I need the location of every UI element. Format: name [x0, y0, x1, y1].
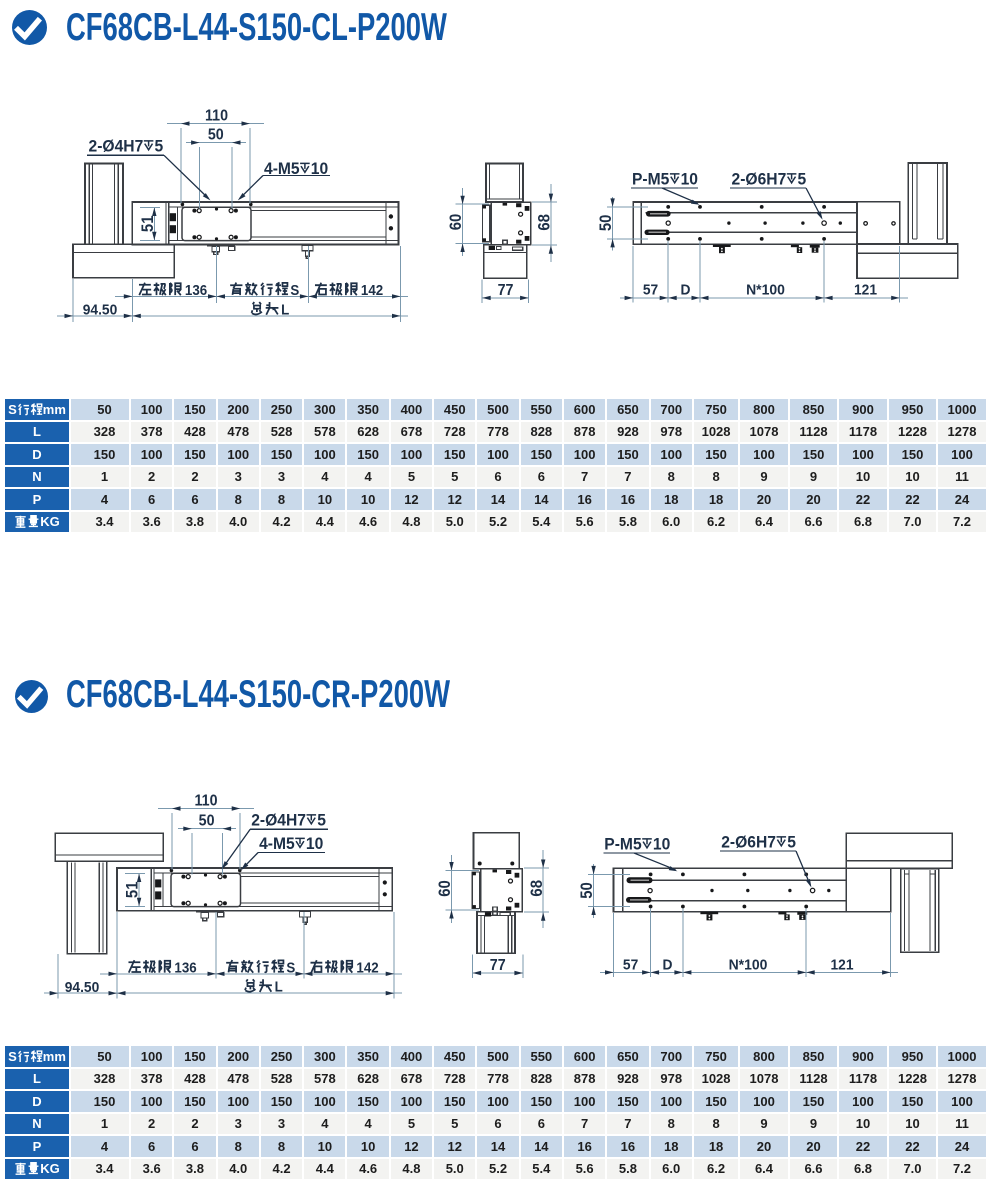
- svg-text:10: 10: [681, 170, 698, 189]
- svg-text:5: 5: [155, 137, 164, 156]
- svg-text:142: 142: [361, 281, 383, 298]
- svg-text:142: 142: [356, 959, 378, 976]
- svg-text:10: 10: [311, 159, 328, 178]
- svg-text:N*100: N*100: [746, 282, 785, 299]
- svg-text:60: 60: [448, 213, 466, 230]
- svg-text:57: 57: [623, 957, 638, 974]
- svg-text:10: 10: [306, 834, 323, 853]
- svg-text:D: D: [663, 957, 673, 974]
- svg-text:50: 50: [208, 127, 224, 144]
- svg-text:Ø: Ø: [102, 137, 114, 156]
- svg-text:94.50: 94.50: [65, 979, 100, 996]
- svg-text:51: 51: [139, 215, 157, 232]
- svg-text:Ø: Ø: [735, 833, 747, 852]
- svg-text:51: 51: [124, 881, 142, 898]
- svg-text:4H7: 4H7: [277, 811, 306, 830]
- svg-text:121: 121: [830, 957, 853, 974]
- svg-text:5: 5: [787, 833, 796, 852]
- svg-text:L: L: [281, 301, 290, 318]
- svg-text:94.50: 94.50: [83, 302, 118, 319]
- svg-text:6H7: 6H7: [747, 833, 776, 852]
- svg-text:77: 77: [490, 958, 506, 975]
- svg-text:10: 10: [653, 835, 670, 854]
- svg-text:50: 50: [199, 813, 215, 830]
- svg-text:68: 68: [536, 214, 554, 231]
- svg-text:110: 110: [205, 108, 228, 125]
- svg-text:136: 136: [174, 959, 196, 976]
- svg-text:121: 121: [854, 282, 877, 299]
- svg-text:Ø: Ø: [265, 811, 277, 830]
- svg-text:Ø: Ø: [745, 170, 757, 189]
- svg-text:4H7: 4H7: [115, 137, 144, 156]
- svg-text:68: 68: [528, 880, 546, 897]
- svg-text:2-: 2-: [721, 833, 735, 852]
- svg-text:60: 60: [437, 880, 455, 897]
- svg-text:P-M5: P-M5: [632, 170, 669, 189]
- svg-text:136: 136: [185, 281, 207, 298]
- svg-text:N*100: N*100: [729, 957, 768, 974]
- svg-text:5: 5: [317, 811, 326, 830]
- svg-text:L: L: [275, 978, 284, 995]
- svg-text:6H7: 6H7: [758, 170, 787, 189]
- svg-text:4-M5: 4-M5: [259, 834, 295, 853]
- svg-text:5: 5: [798, 170, 807, 189]
- svg-text:50: 50: [579, 882, 597, 899]
- svg-text:P-M5: P-M5: [604, 835, 641, 854]
- svg-text:50: 50: [598, 214, 616, 231]
- svg-text:D: D: [681, 282, 691, 299]
- svg-text:77: 77: [498, 282, 514, 299]
- svg-text:57: 57: [643, 282, 658, 299]
- svg-text:2-: 2-: [732, 170, 746, 189]
- svg-text:S: S: [286, 959, 295, 976]
- svg-text:2-: 2-: [89, 137, 103, 156]
- svg-text:2-: 2-: [251, 811, 265, 830]
- svg-text:4-M5: 4-M5: [264, 159, 300, 178]
- svg-text:S: S: [290, 281, 299, 298]
- svg-text:110: 110: [195, 793, 218, 810]
